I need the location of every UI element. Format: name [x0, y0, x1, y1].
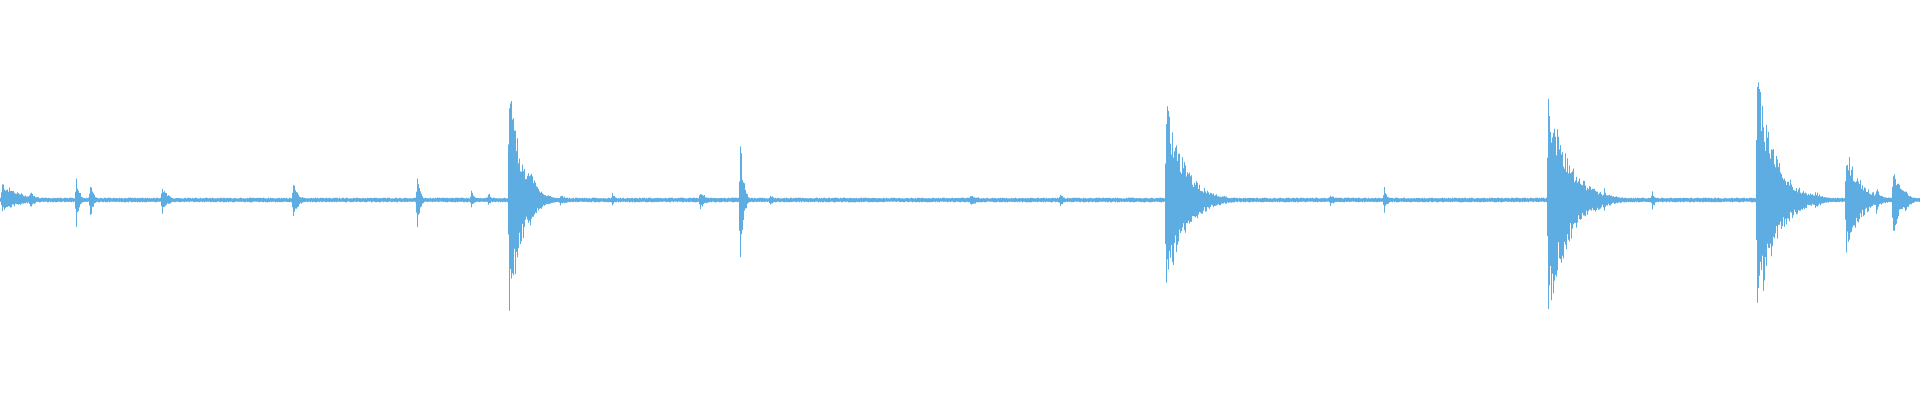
- waveform-trace: [0, 82, 1920, 311]
